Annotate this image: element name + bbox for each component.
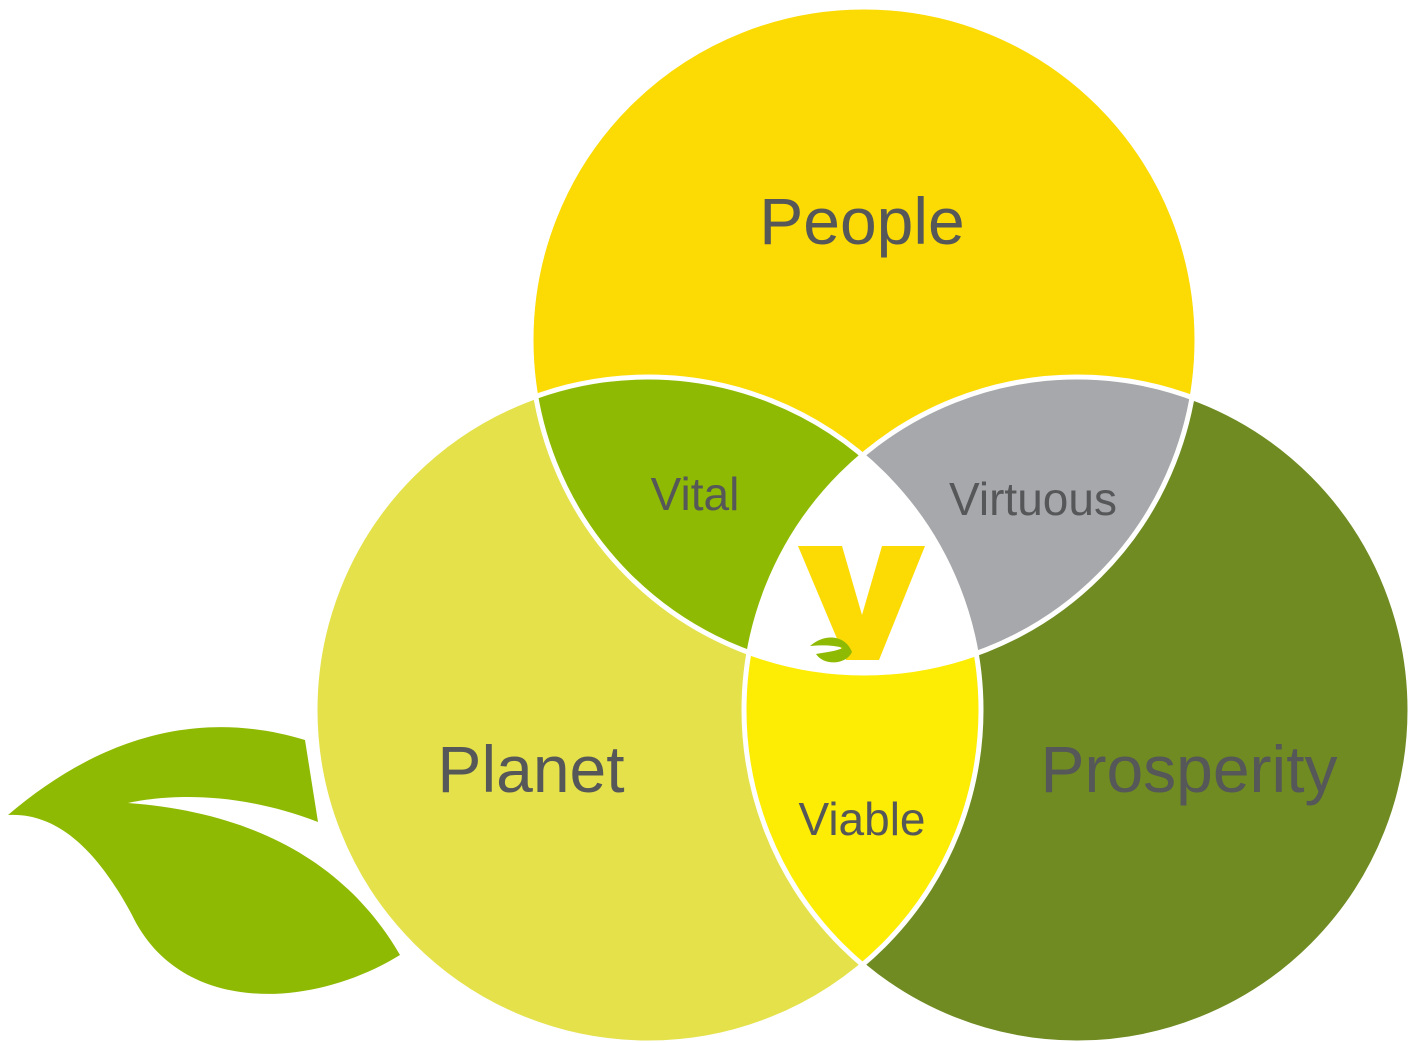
planet-outline [312, 374, 984, 1043]
planet-label: Planet [437, 732, 624, 806]
leaf-icon [8, 727, 400, 994]
viable-label: Viable [798, 793, 925, 845]
circle-outlines [312, 4, 1413, 1043]
people-label: People [759, 184, 965, 258]
leaf-shape [8, 727, 400, 994]
small-leaf-icon [810, 637, 852, 663]
prosperity-outline [741, 374, 1413, 1043]
v-letter-mark [798, 546, 925, 660]
v-logo [798, 546, 925, 663]
vital-label: Vital [651, 468, 740, 520]
prosperity-label: Prosperity [1040, 732, 1337, 806]
people-outline [528, 4, 1200, 676]
virtuous-label: Virtuous [949, 473, 1117, 525]
center-overlap [744, 377, 981, 673]
